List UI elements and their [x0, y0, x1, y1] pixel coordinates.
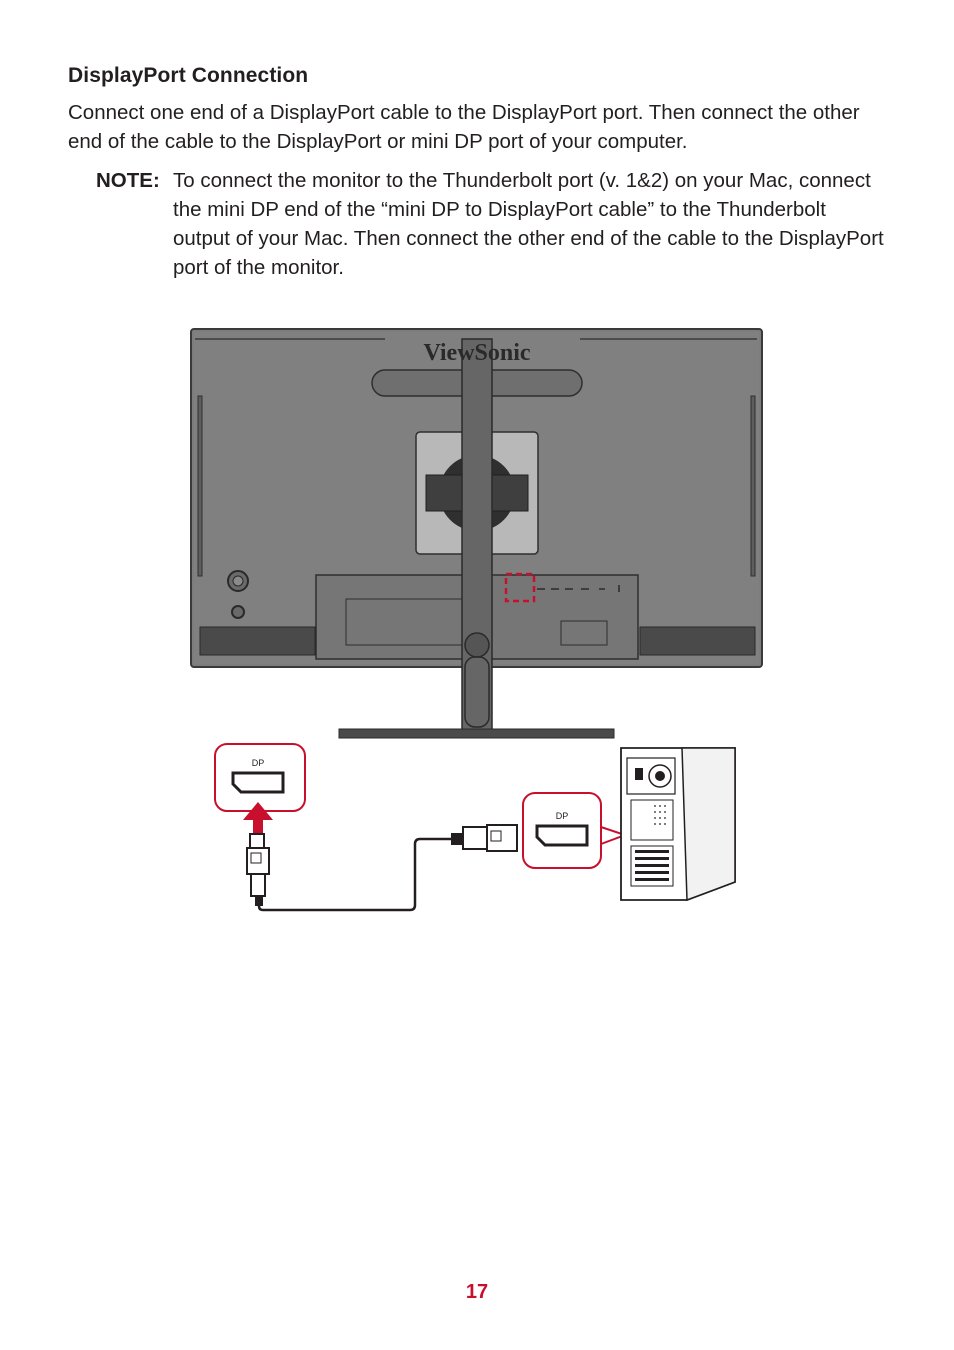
note-text: To connect the monitor to the Thunderbol… — [173, 169, 884, 279]
section-heading: DisplayPort Connection — [68, 64, 309, 87]
monitor-dp-label: DP — [252, 758, 265, 768]
connection-figure: ViewSonic DP — [185, 322, 770, 927]
computer-dp-label: DP — [556, 811, 569, 821]
intro-paragraph: Connect one end of a DisplayPort cable t… — [68, 101, 860, 153]
displayport-connector-icon — [451, 824, 518, 852]
brand-logo: ViewSonic — [423, 340, 530, 366]
desktop-computer-icon — [620, 747, 736, 902]
dp-cable — [257, 837, 463, 912]
monitor-stand-icon — [338, 338, 615, 739]
note-block: NOTE: To connect the monitor to the Thun… — [96, 166, 886, 282]
computer-dp-callout: DP — [522, 792, 628, 869]
displayport-connector-icon — [246, 833, 270, 906]
page-number: 17 — [465, 1281, 489, 1303]
connection-diagram: ViewSonic DP — [190, 328, 763, 912]
monitor-dp-callout: DP — [214, 743, 306, 812]
note-label: NOTE: — [96, 169, 160, 192]
arrow-up-icon — [243, 802, 273, 834]
